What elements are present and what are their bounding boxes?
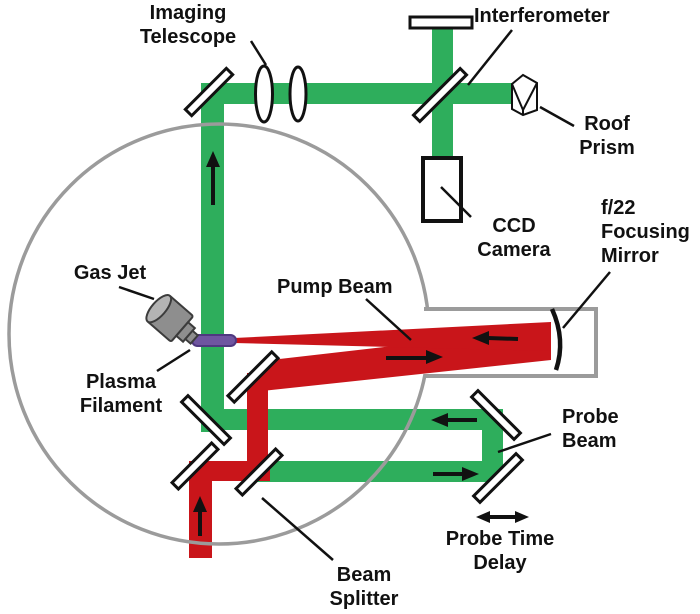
arrow-double-delay-icon xyxy=(476,511,529,523)
arrow-right-probe-icon xyxy=(433,467,479,481)
gas-jet-icon xyxy=(145,294,200,346)
gas-jet-label: Gas Jet xyxy=(73,262,147,284)
pointer-probe-beam xyxy=(497,432,552,454)
roof-prism-label: Roof Prism xyxy=(579,113,635,159)
probe-turn-mirror xyxy=(179,393,233,447)
plasma-filament-capsule xyxy=(191,334,237,347)
probe-time-delay-label: Probe Time Delay xyxy=(445,528,555,574)
pointer-ccd-camera xyxy=(440,186,472,218)
imaging-telescope-label: Imaging Telescope xyxy=(139,2,237,48)
pointer-imaging-telescope xyxy=(249,40,268,66)
pointer-pump-beam xyxy=(365,298,412,341)
arrow-right-pump-icon xyxy=(386,350,443,364)
delay-mirror-upper xyxy=(469,388,523,442)
interferometer-end-mirror xyxy=(408,15,474,30)
roof-prism-icon xyxy=(511,73,538,117)
interferometer-label: Interferometer xyxy=(474,5,610,27)
ccd-camera-label: CCD Camera xyxy=(477,215,551,261)
telescope-lens-1 xyxy=(254,64,274,124)
plasma-filament-label: Plasma Filament xyxy=(79,371,163,417)
probe-beam-label: Probe Beam xyxy=(562,406,619,452)
pump-turn-mirror-a xyxy=(225,349,281,405)
f22-focusing-mirror-label: f/22 Focusing Mirror xyxy=(601,197,690,267)
beam-splitter-label: Beam Splitter xyxy=(329,564,399,610)
delay-mirror-lower xyxy=(471,451,525,505)
beam-splitter-mirror xyxy=(233,446,285,498)
red-beam-mid-vertical xyxy=(247,373,268,481)
arrow-left-converging-icon xyxy=(472,331,519,345)
mirror-tube-border xyxy=(424,307,598,378)
steering-mirror-top-left xyxy=(183,66,235,118)
interferometer-beamsplitter xyxy=(411,66,469,124)
green-beam-probe-upper xyxy=(203,409,503,430)
arrow-up-probe-icon xyxy=(206,151,220,205)
pump-beam-converging xyxy=(234,322,551,351)
pointer-interferometer xyxy=(467,29,513,86)
focusing-mirror-arc xyxy=(549,308,563,371)
pump-turn-mirror-b xyxy=(169,440,221,492)
pump-beam-label: Pump Beam xyxy=(277,276,393,298)
arrow-left-probe-icon xyxy=(431,413,477,427)
green-beam-horizontal-top xyxy=(203,83,512,104)
telescope-lens-2 xyxy=(288,65,308,123)
pointer-roof-prism xyxy=(539,105,575,128)
pointer-gas-jet xyxy=(118,285,155,301)
arrow-up-pump-icon xyxy=(193,496,207,536)
pointer-f22-mirror xyxy=(562,271,611,329)
pointer-beam-splitter xyxy=(261,497,334,561)
green-beam-vertical-main xyxy=(201,83,224,432)
pointer-plasma-filament xyxy=(156,348,191,373)
